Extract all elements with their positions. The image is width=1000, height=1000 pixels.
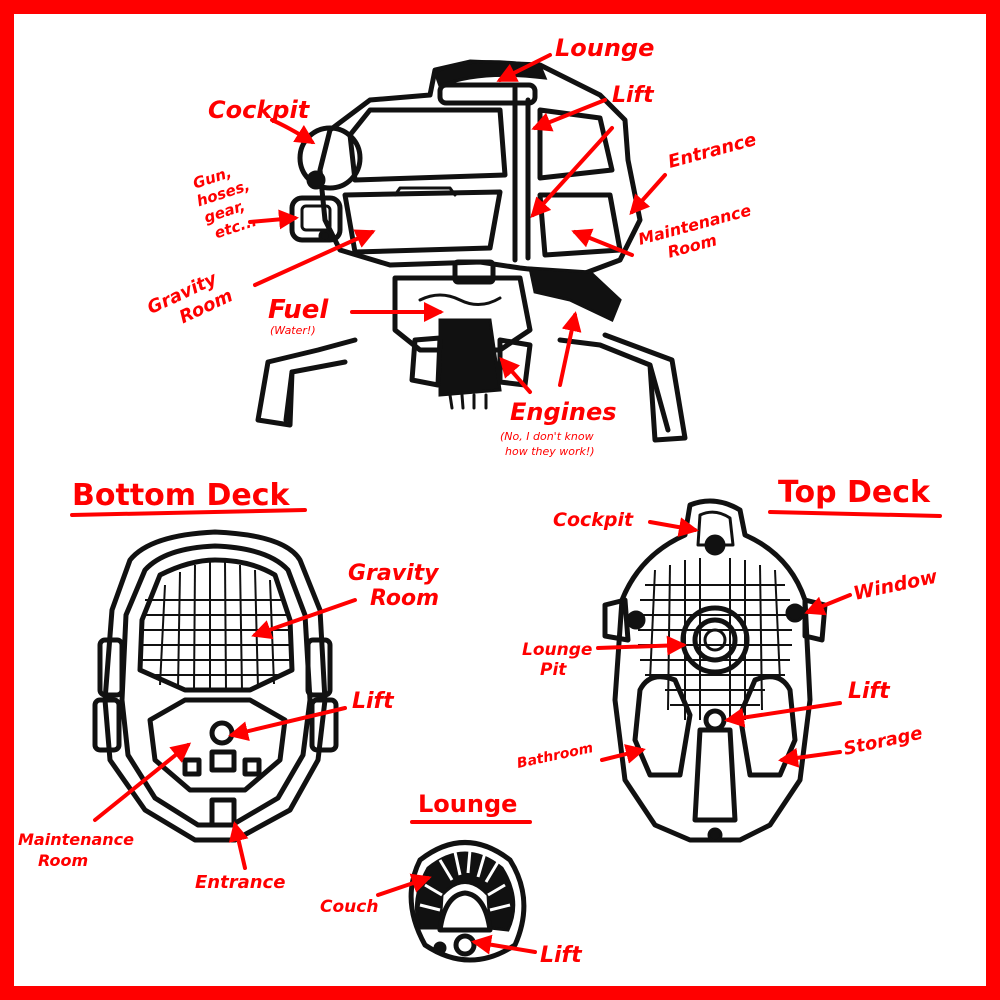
- engines-note-line1: (No, I don't know: [500, 430, 594, 443]
- bottom-maintenance-arrow: [93, 742, 192, 822]
- lift-arrow-lower: [530, 126, 614, 218]
- top-deck-plan: [602, 498, 828, 843]
- top-bathroom-arrow: [600, 744, 646, 764]
- top-lift-arrow: [724, 701, 842, 728]
- top-lounge-pit-arrow: [596, 635, 687, 656]
- bottom-maintenance-label-line2: Room: [38, 851, 88, 870]
- cockpit-label: Cockpit: [208, 96, 311, 124]
- top-storage-arrow: [778, 747, 842, 768]
- engines-note-line2: how they work!): [505, 445, 595, 458]
- top-lounge-pit-label-line1: Lounge: [522, 640, 592, 660]
- gravity-label: Gravity Room: [144, 268, 236, 328]
- top-deck-title: Top Deck: [778, 475, 931, 510]
- entrance-label: Entrance: [666, 129, 759, 173]
- lift-label: Lift: [612, 83, 655, 108]
- maintenance-arrow: [571, 228, 634, 257]
- engines-label: Engines: [510, 398, 617, 426]
- engines-arrow-right: [558, 311, 582, 387]
- lounge-lift-label: Lift: [540, 943, 583, 968]
- gear-arrow: [248, 209, 299, 230]
- gear-label: Gun, hoses, gear, etc...: [191, 163, 259, 242]
- lounge-plan-title: Lounge: [418, 790, 517, 818]
- gravity-arrow: [253, 229, 376, 287]
- top-lounge-pit-label-line2: Pit: [540, 660, 567, 680]
- lounge-lift-arrow: [471, 934, 537, 955]
- bottom-entrance-arrow: [228, 821, 249, 870]
- lounge-label: Lounge: [555, 34, 654, 62]
- bottom-lift-arrow: [228, 706, 347, 742]
- entrance-arrow: [629, 173, 667, 215]
- top-bathroom-label: Bathroom: [516, 740, 595, 772]
- top-cockpit-label: Cockpit: [553, 509, 634, 531]
- bottom-gravity-label-line1: Gravity: [348, 561, 440, 586]
- bottom-entrance-label: Entrance: [195, 872, 285, 893]
- couch-label: Couch: [320, 897, 378, 917]
- top-cockpit-arrow: [648, 517, 699, 538]
- bottom-lift-label: Lift: [352, 689, 395, 714]
- fuel-label: Fuel: [268, 295, 329, 325]
- fuel-note: (Water!): [270, 324, 316, 337]
- bottom-deck-plan: [92, 529, 339, 843]
- bottom-maintenance-label-line1: Maintenance: [18, 830, 134, 849]
- maintenance-label: Maintenance Room: [636, 200, 753, 261]
- lounge-arrow: [496, 53, 552, 82]
- bottom-deck-underline: [70, 508, 307, 517]
- cockpit-arrow: [270, 118, 316, 145]
- lounge-plan: [408, 840, 527, 963]
- top-storage-label: Storage: [842, 723, 925, 760]
- top-deck-underline: [768, 510, 942, 518]
- top-window-arrow: [804, 593, 852, 616]
- lift-arrow-upper: [531, 98, 607, 132]
- couch-arrow: [376, 873, 432, 897]
- top-lift-label: Lift: [848, 679, 891, 704]
- bottom-gravity-arrow: [251, 598, 357, 640]
- engines-arrow-left: [499, 356, 532, 394]
- bottom-gravity-label-line2: Room: [370, 586, 439, 611]
- top-window-label: Window: [851, 566, 939, 605]
- bottom-deck-title: Bottom Deck: [72, 478, 291, 513]
